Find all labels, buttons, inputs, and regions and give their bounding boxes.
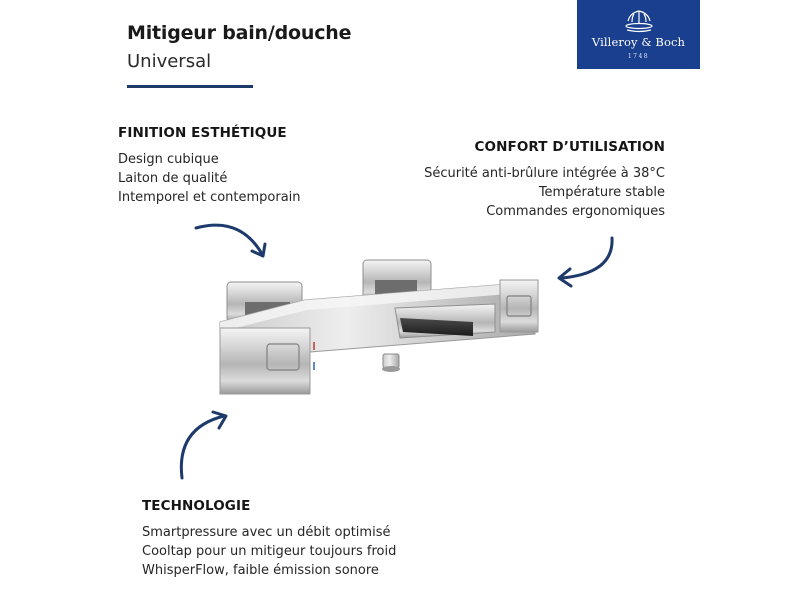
logo-year: 1748 <box>627 53 650 60</box>
feature-line: Sécurité anti-brûlure intégrée à 38°C <box>424 166 665 181</box>
page-subtitle: Universal <box>127 51 212 72</box>
feature-line: Température stable <box>538 185 665 200</box>
feature-line: Design cubique <box>118 152 219 167</box>
section-finition: FINITION ESTHÉTIQUE Design cubique Laito… <box>118 124 301 207</box>
feature-line: Smartpressure avec un débit optimisé <box>142 525 391 540</box>
feature-line: Laiton de qualité <box>118 171 228 186</box>
feature-line: Intemporel et contemporain <box>118 190 301 205</box>
feature-line: Cooltap pour un mitigeur toujours froid <box>142 544 397 559</box>
feature-line: WhisperFlow, faible émission sonore <box>142 563 379 578</box>
section-confort: CONFORT D’UTILISATION Sécurité anti-brûl… <box>424 138 665 221</box>
logo-name: Villeroy & Boch <box>591 35 686 49</box>
fountain-logo-icon <box>625 10 653 33</box>
faucet-image <box>219 259 539 395</box>
title-underline <box>127 85 253 88</box>
feature-line: Commandes ergonomiques <box>486 204 665 219</box>
brand-logo: Villeroy & Boch 1748 <box>577 0 700 69</box>
curved-arrow-icon <box>194 223 267 258</box>
curved-arrow-icon <box>179 410 228 480</box>
section-heading: TECHNOLOGIE <box>142 498 251 514</box>
section-heading: CONFORT D’UTILISATION <box>474 139 665 155</box>
curved-arrow-icon <box>557 236 614 288</box>
section-heading: FINITION ESTHÉTIQUE <box>118 125 287 141</box>
section-technologie: TECHNOLOGIE Smartpressure avec un débit … <box>142 497 396 580</box>
page-title: Mitigeur bain/douche <box>127 22 352 44</box>
